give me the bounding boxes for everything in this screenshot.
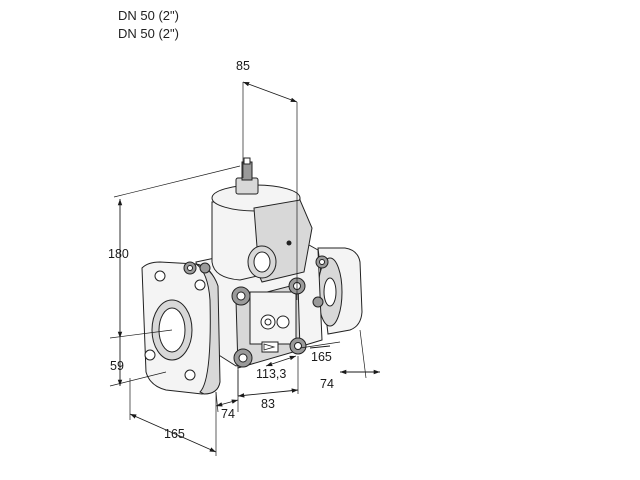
dimension-lines xyxy=(109,81,380,456)
solenoid-actuator xyxy=(211,157,313,283)
dim-flange-face: 74 xyxy=(221,407,235,421)
valve-illustration xyxy=(141,157,363,395)
mounting-bolts xyxy=(183,255,329,368)
dimension-labels: 85 180 59 74 83 113,3 165 74 165 xyxy=(108,59,334,441)
dim-body-length: 83 xyxy=(261,397,275,411)
left-flange xyxy=(141,261,221,395)
dim-offset: 113,3 xyxy=(256,367,286,381)
dim-flange-center: 59 xyxy=(110,359,124,373)
dim-right-depth: 165 xyxy=(311,350,332,364)
dim-right-flange: 74 xyxy=(320,377,334,391)
dim-base-width: 165 xyxy=(164,427,185,441)
dim-top-width: 85 xyxy=(236,59,250,73)
dim-height: 180 xyxy=(108,247,129,261)
product-size-label-1: DN 50 (2") xyxy=(118,8,179,23)
right-flange xyxy=(317,247,363,335)
product-size-label-2: DN 50 (2") xyxy=(118,26,179,41)
